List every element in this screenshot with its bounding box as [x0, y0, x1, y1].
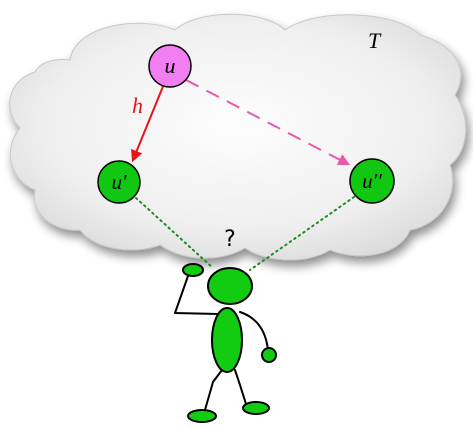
figure-right-leg [234, 369, 247, 405]
figure-lower-hand [261, 347, 277, 363]
node-u-double-prime-label: u′′ [362, 169, 382, 193]
figure-hand-on-head [182, 263, 204, 277]
node-u-circle [148, 44, 192, 88]
figure-left-foot [187, 409, 217, 423]
node-u-prime: u′ [97, 160, 141, 204]
edge-label-h: h [132, 93, 143, 118]
sight-line-to-u-prime [135, 197, 214, 269]
node-u-double-prime-circle [349, 158, 395, 204]
edge-h-arrow [131, 83, 165, 163]
figure-raised-arm [174, 275, 219, 315]
edge-dashed-arrow [185, 79, 351, 166]
node-u-prime-label: u′ [111, 170, 127, 194]
cloud-set-T [9, 13, 467, 261]
figure-right-foot [242, 401, 270, 415]
figure-body [211, 307, 243, 373]
set-label-T: T [368, 28, 382, 53]
stick-figure [174, 263, 277, 423]
figure-left-leg [204, 369, 223, 411]
question-mark: ? [224, 227, 236, 252]
node-u-label: u [165, 53, 176, 78]
node-u-prime-circle [97, 160, 141, 204]
figure-lowered-arm [239, 311, 269, 351]
cloud-shape [9, 13, 467, 261]
node-u-double-prime: u′′ [349, 158, 395, 204]
node-u: u [148, 44, 192, 88]
figure-head [207, 267, 253, 305]
sight-line-to-u-double-prime [249, 196, 355, 271]
